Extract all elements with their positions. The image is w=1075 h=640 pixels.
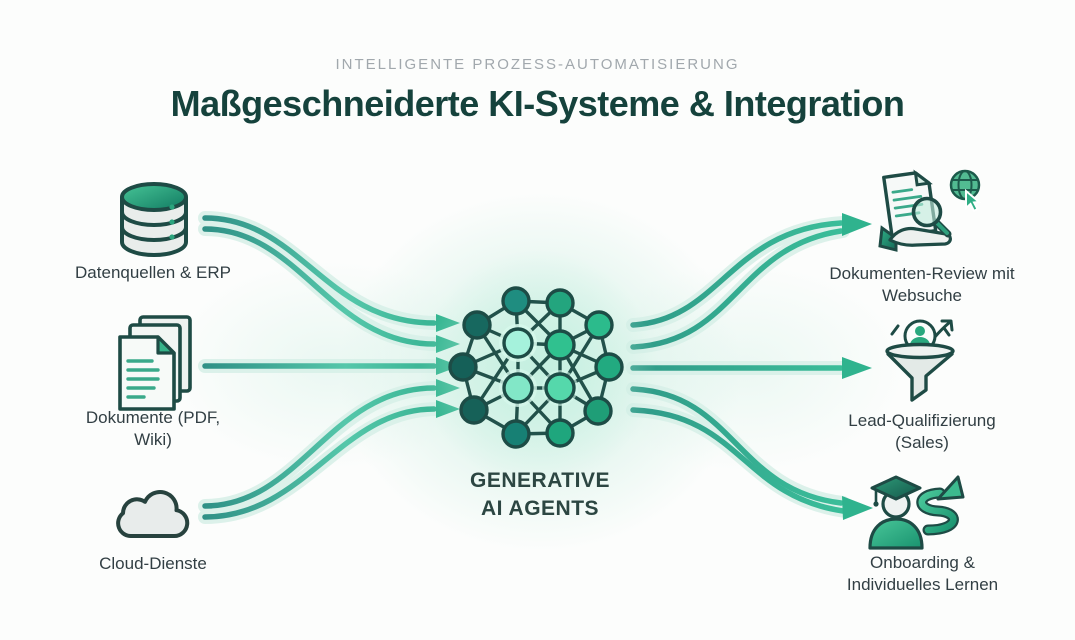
documents-icon	[118, 315, 192, 411]
eyebrow-text: INTELLIGENTE PROZESS-AUTOMATISIERUNG	[335, 56, 740, 73]
input-label-datenquellen: Datenquellen & ERP	[75, 263, 231, 282]
database-icon	[120, 182, 188, 257]
neural-network-icon	[420, 250, 656, 486]
graduate-icon	[868, 475, 924, 550]
center-label-line2: AI AGENTS	[480, 497, 600, 521]
onboarding-learning-icon	[868, 475, 965, 550]
output-label-onboarding: Onboarding & Individuelles Lernen	[846, 553, 999, 595]
cursor-icon	[965, 188, 982, 213]
output-arrowheads	[842, 213, 873, 520]
center-label: GENERATIVE AI AGENTS	[430, 467, 650, 524]
growth-arrow-icon	[916, 475, 965, 536]
document-review-websearch-icon	[878, 169, 982, 252]
input-label-cloud: Cloud-Dienste	[99, 554, 207, 573]
output-flow-lines	[626, 213, 873, 520]
center-label-line1: GENERATIVE	[470, 469, 610, 492]
input-flow-lines	[198, 211, 460, 524]
output-label-lead: Lead-Qualifizierung (Sales)	[848, 411, 996, 453]
lead-funnel-icon	[885, 319, 955, 402]
page-title: Maßgeschneiderte KI-Systeme & Integratio…	[170, 83, 905, 124]
cloud-icon	[116, 490, 190, 539]
output-label-doc-review: Dokumenten-Review mit Websuche	[829, 264, 1015, 306]
hand-icon	[878, 225, 952, 252]
magnifier-icon	[911, 196, 952, 238]
input-label-dokumente: Dokumente (PDF, Wiki)	[85, 408, 221, 450]
